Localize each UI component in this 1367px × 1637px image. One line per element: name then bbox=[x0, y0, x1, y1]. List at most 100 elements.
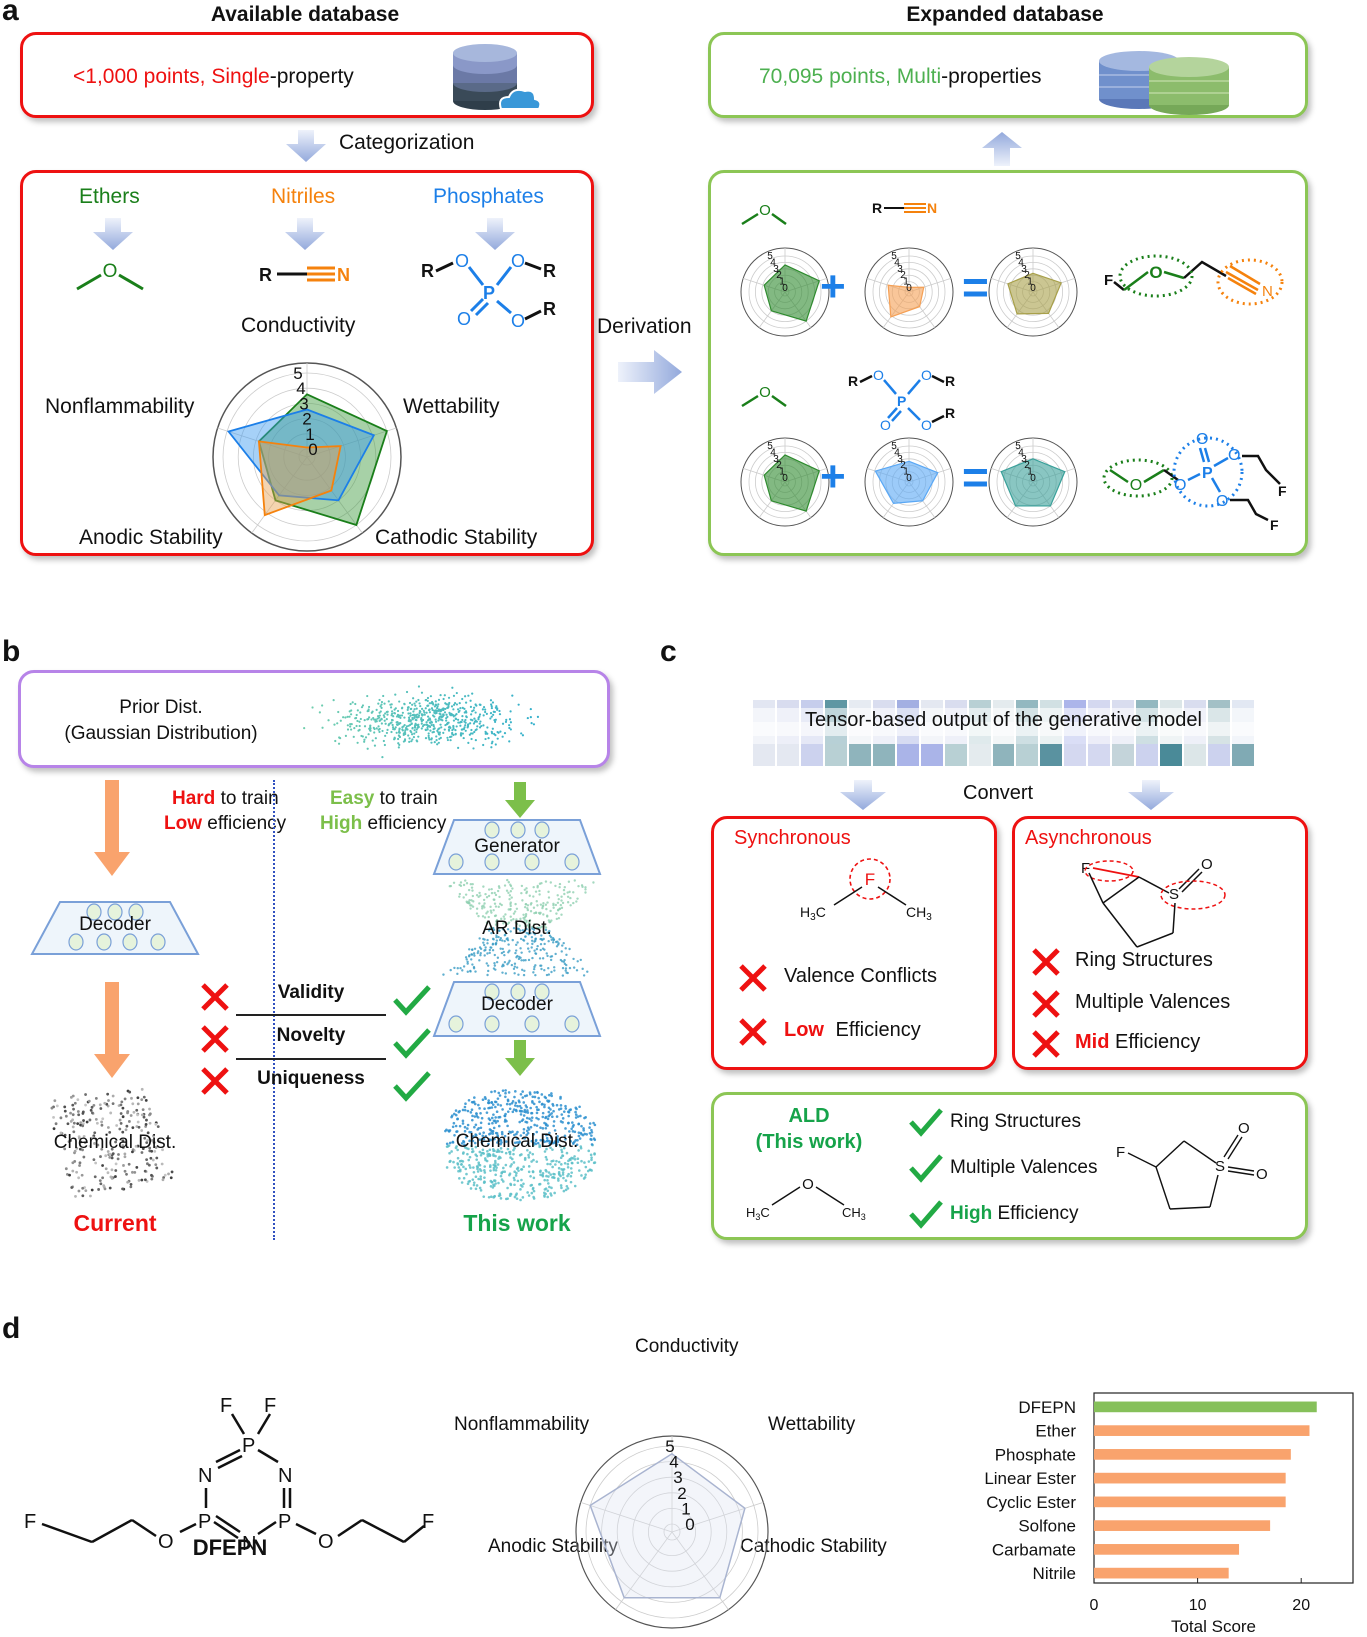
scatter-point bbox=[378, 714, 381, 717]
radar-tick-label: 1 bbox=[779, 277, 785, 288]
scatter-point bbox=[548, 920, 551, 924]
scatter-point bbox=[545, 952, 548, 955]
scatter-point bbox=[554, 940, 558, 944]
scatter-point bbox=[484, 732, 487, 735]
scatter-point bbox=[569, 1108, 573, 1111]
scatter-point bbox=[553, 1129, 557, 1132]
scatter-point bbox=[472, 722, 476, 725]
scatter-point bbox=[534, 911, 538, 915]
scatter-point bbox=[504, 1118, 507, 1122]
scatter-point bbox=[503, 1134, 507, 1138]
scatter-point bbox=[533, 1123, 536, 1127]
scatter-point bbox=[547, 940, 550, 943]
scatter-point bbox=[380, 717, 383, 720]
scatter-point bbox=[135, 1165, 139, 1169]
svg-text:N: N bbox=[927, 200, 937, 216]
scatter-point bbox=[578, 1169, 581, 1172]
scatter-point bbox=[485, 1159, 489, 1163]
scatter-point bbox=[516, 1179, 520, 1183]
scatter-point bbox=[93, 1175, 97, 1179]
scatter-point bbox=[461, 1119, 465, 1123]
scatter-point bbox=[478, 902, 481, 905]
radar-tick-label: 0 bbox=[1030, 473, 1036, 484]
scatter-point bbox=[472, 1170, 476, 1174]
plus-sign: + bbox=[820, 452, 846, 501]
radar-tick-label: 4 bbox=[669, 1453, 678, 1472]
scatter-point bbox=[141, 1108, 145, 1112]
dfepn-molecule-name: DFEPN bbox=[192, 1535, 268, 1560]
sync-item-efficiency: Low Efficiency bbox=[784, 1019, 921, 1042]
scatter-point bbox=[469, 722, 472, 725]
bar-ether bbox=[1094, 1425, 1310, 1436]
scatter-point bbox=[396, 713, 400, 716]
scatter-point bbox=[562, 1176, 565, 1180]
scatter-point bbox=[515, 1197, 519, 1200]
scatter-point bbox=[438, 733, 441, 736]
scatter-point bbox=[547, 1114, 551, 1118]
scatter-point bbox=[493, 719, 496, 722]
scatter-point bbox=[375, 727, 378, 730]
scatter-point bbox=[399, 716, 402, 719]
scatter-point bbox=[487, 1195, 491, 1199]
scatter-point bbox=[413, 716, 416, 719]
async-molecule-icon: F S O bbox=[1081, 856, 1226, 948]
scatter-point bbox=[434, 718, 437, 721]
scatter-point bbox=[512, 912, 516, 915]
scatter-point bbox=[504, 1151, 508, 1155]
scatter-point bbox=[552, 903, 555, 907]
scatter-point bbox=[475, 912, 479, 915]
radar-tick-label: 3 bbox=[897, 454, 903, 465]
scatter-point bbox=[538, 1144, 542, 1147]
scatter-point bbox=[130, 1096, 133, 1100]
scatter-point bbox=[509, 721, 512, 724]
scatter-point bbox=[566, 895, 570, 898]
scatter-point bbox=[538, 957, 542, 960]
scatter-point bbox=[533, 1091, 537, 1094]
scatter-point bbox=[490, 705, 493, 708]
scatter-point bbox=[390, 718, 394, 722]
scatter-point bbox=[584, 886, 587, 889]
scatter-point bbox=[496, 730, 499, 734]
scatter-point bbox=[63, 1147, 67, 1151]
scatter-point bbox=[508, 949, 511, 952]
derivation-label: Derivation bbox=[597, 315, 692, 338]
scatter-point bbox=[556, 894, 559, 897]
scatter-point bbox=[77, 1189, 81, 1193]
scatter-point bbox=[547, 896, 551, 899]
scatter-point bbox=[472, 747, 475, 750]
high-rest: efficiency bbox=[362, 813, 447, 834]
scatter-point bbox=[479, 1121, 483, 1125]
scatter-point bbox=[526, 1126, 530, 1130]
scatter-point bbox=[559, 958, 563, 962]
scatter-point bbox=[439, 723, 442, 726]
phosphate-molecule-icon: R O P O R O O R bbox=[421, 251, 556, 331]
scatter-point bbox=[576, 1115, 580, 1118]
scatter-point bbox=[82, 1119, 85, 1122]
ether-phosphate-product-icon: O O P O O O F F bbox=[1102, 431, 1287, 533]
scatter-point bbox=[470, 713, 473, 716]
scatter-point bbox=[565, 1151, 569, 1155]
low-efficiency-label: Low efficiency bbox=[164, 813, 286, 835]
scatter-point bbox=[531, 956, 534, 960]
scatter-point bbox=[547, 1106, 551, 1110]
scatter-point bbox=[530, 936, 534, 939]
scatter-point bbox=[170, 1170, 174, 1174]
scatter-point bbox=[114, 1162, 118, 1166]
scatter-point bbox=[547, 967, 550, 970]
radar-tick-label: 1 bbox=[1027, 467, 1033, 478]
scatter-point bbox=[123, 1097, 127, 1101]
scatter-point bbox=[451, 731, 454, 735]
svg-text:O: O bbox=[1196, 431, 1208, 448]
bar-category-label: Ether bbox=[1035, 1422, 1076, 1441]
scatter-point bbox=[531, 1170, 535, 1173]
scatter-point bbox=[498, 1192, 502, 1195]
scatter-point bbox=[520, 1106, 523, 1110]
scatter-point bbox=[524, 1110, 528, 1114]
scatter-point bbox=[109, 1111, 113, 1115]
scatter-point bbox=[456, 1117, 459, 1121]
scatter-point bbox=[520, 951, 523, 954]
scatter-point bbox=[550, 1194, 553, 1197]
scatter-point bbox=[81, 1194, 85, 1198]
scatter-point bbox=[354, 702, 357, 706]
scatter-point bbox=[124, 1128, 128, 1132]
